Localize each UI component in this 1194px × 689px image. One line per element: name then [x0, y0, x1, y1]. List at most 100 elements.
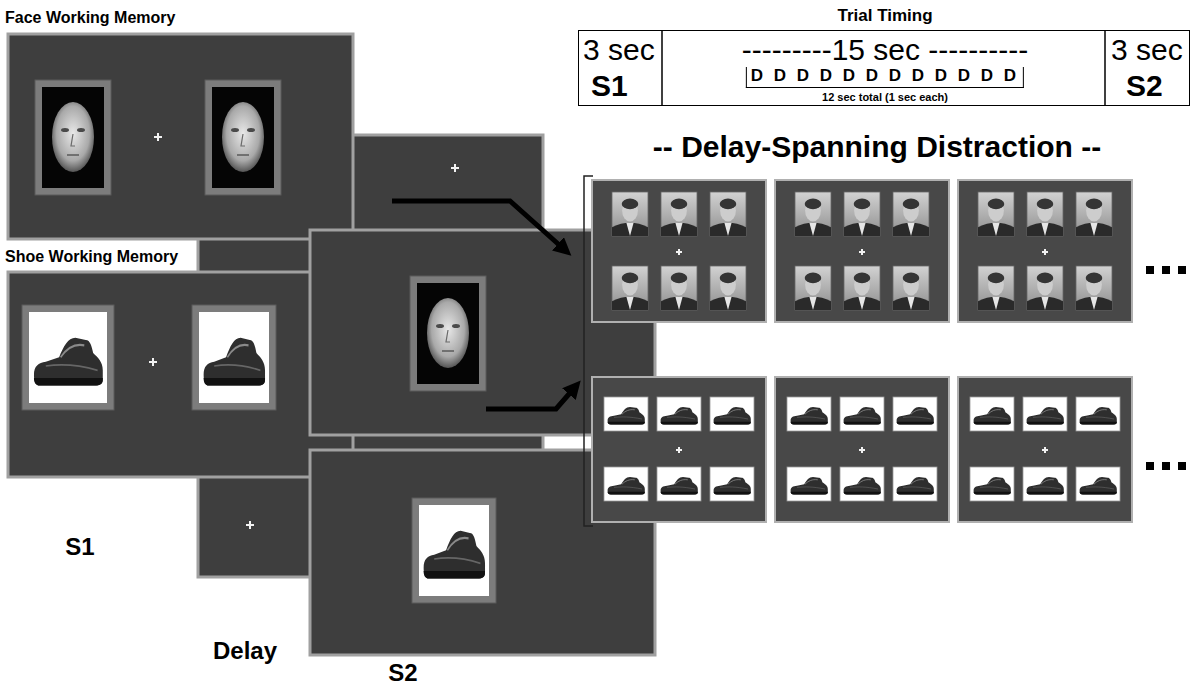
shoe-seam: [980, 417, 1008, 419]
shoe-shape: [897, 477, 934, 495]
shoe-shape: [204, 338, 265, 386]
duration-text: 3 sec: [583, 33, 655, 66]
portrait-frame: [978, 266, 1014, 310]
portrait-hair: [988, 199, 1005, 210]
fixation-cross: [454, 164, 456, 172]
portrait-head: [622, 273, 638, 295]
shoe-background: [419, 505, 489, 596]
portrait-head: [1086, 273, 1102, 295]
shoe-seam: [1033, 417, 1061, 419]
shoe-shape: [897, 407, 934, 425]
portrait-frame: [661, 192, 697, 236]
shoe-sole: [897, 492, 934, 495]
portrait-frame: [710, 266, 746, 310]
portrait-shirt: [809, 223, 816, 236]
trial-timing-box: Trial Timing3 secS1---------15 sec -----…: [578, 30, 1190, 106]
portrait-shirt: [1041, 297, 1048, 310]
shoe-shape: [714, 407, 751, 425]
screen: [8, 34, 353, 239]
portrait-hair: [720, 199, 737, 210]
stimulus-label: S2: [1126, 69, 1163, 102]
portrait-shirt: [626, 297, 633, 310]
stimulus-label: S1: [591, 69, 628, 102]
portrait-suit: [661, 297, 697, 310]
duration-text: 3 sec: [1111, 33, 1183, 66]
shoe-sole: [1027, 422, 1064, 425]
shoe-seam: [797, 487, 825, 489]
portrait-hair: [854, 199, 871, 210]
portrait-head: [720, 199, 736, 221]
portrait-head: [1037, 199, 1053, 221]
stimulus-frame: [192, 305, 276, 410]
shoe-thumbnail: [604, 467, 648, 501]
portrait-head: [622, 199, 638, 221]
shoe-thumbnail: [710, 397, 754, 431]
shoe-upper: [714, 477, 751, 495]
shoe-highlight: [805, 410, 818, 415]
shoe-seam: [797, 417, 825, 419]
shoe-sole: [844, 422, 881, 425]
distractor-panel: [592, 377, 766, 522]
shoe-sole: [791, 422, 828, 425]
shoe-highlight: [858, 410, 871, 415]
shoe-sole: [204, 378, 265, 386]
face-oval: [427, 298, 469, 368]
face-eye: [231, 128, 239, 132]
shoe-sole: [424, 571, 485, 579]
shoe-shape: [714, 477, 751, 495]
shoe-thumbnail: [710, 467, 754, 501]
shoe-thumbnail: [840, 467, 884, 501]
shoe-seam: [720, 417, 748, 419]
shoe-highlight: [622, 480, 635, 485]
shoe-upper: [897, 407, 934, 425]
shoe-upper: [844, 407, 881, 425]
shoe-shape: [974, 407, 1011, 425]
section-title: -- Delay-Spanning Distraction --: [653, 130, 1101, 163]
box-heading: Trial Timing: [837, 7, 932, 26]
shoe-highlight: [805, 480, 818, 485]
continuation-dot: [1162, 462, 1170, 470]
shoe-thumbnail: [657, 467, 701, 501]
portrait-frame: [710, 192, 746, 236]
portrait-head: [1037, 273, 1053, 295]
shoe-upper: [1080, 477, 1117, 495]
divider-line: [1104, 30, 1106, 106]
shoe-thumbnail: [604, 397, 648, 431]
shoe-highlight: [447, 538, 468, 550]
shoe-upper: [791, 407, 828, 425]
shoe-upper: [1080, 407, 1117, 425]
portrait-shirt: [675, 223, 682, 236]
duration-text: ---------15 sec ----------: [742, 33, 1029, 66]
portrait-suit: [795, 297, 831, 310]
portrait-shirt: [626, 223, 633, 236]
portrait-hair: [854, 273, 871, 284]
shoe-highlight: [1094, 410, 1107, 415]
portrait-hair: [622, 199, 639, 210]
portrait-frame: [612, 266, 648, 310]
portrait-shirt: [858, 223, 865, 236]
bracket: [584, 176, 593, 526]
fixation-cross: [152, 358, 154, 366]
shoe-thumbnail: [970, 397, 1014, 431]
shoe-sole: [714, 422, 751, 425]
shoe-background: [29, 312, 107, 403]
arrow: [486, 386, 576, 409]
face-background: [42, 87, 104, 188]
fixation-cross: [249, 521, 251, 529]
shoe-shape: [424, 531, 485, 579]
shoe-sole: [714, 492, 751, 495]
arrow: [392, 201, 566, 251]
shoe-seam: [667, 417, 695, 419]
shoe-shape: [844, 477, 881, 495]
portrait-head: [1086, 199, 1102, 221]
stimulus-frame: [205, 80, 281, 195]
portrait-shirt: [1090, 297, 1097, 310]
continuation-dot: [1162, 266, 1170, 274]
portrait-suit: [1027, 223, 1063, 236]
shoe-upper: [424, 531, 485, 579]
panel-frame: [958, 377, 1132, 522]
shoe-shape: [844, 407, 881, 425]
panel-frame: [958, 180, 1132, 322]
shoe-sole: [974, 422, 1011, 425]
shoe-seam: [850, 417, 878, 419]
